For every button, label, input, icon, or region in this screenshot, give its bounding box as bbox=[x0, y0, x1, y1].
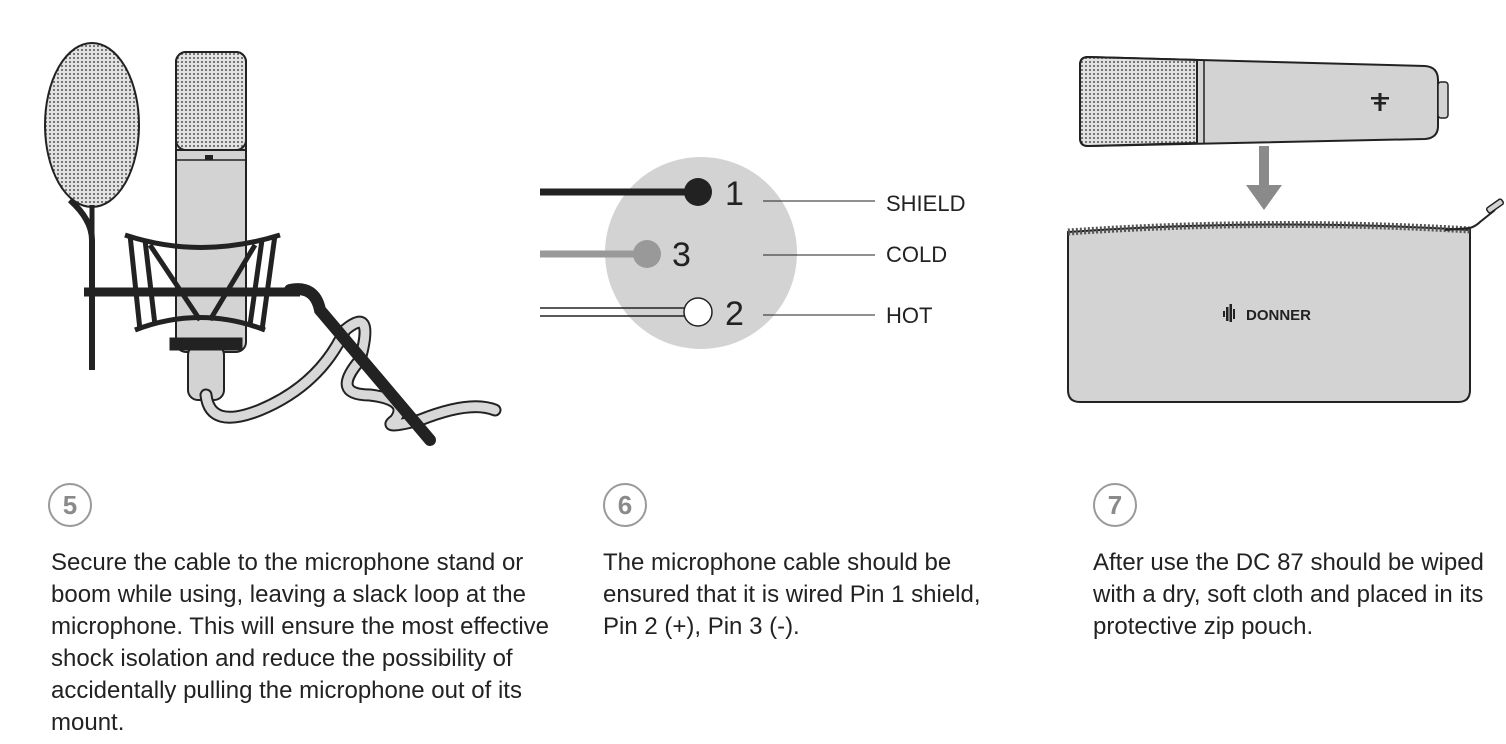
pin-3-contact-icon bbox=[633, 240, 661, 268]
step-description: Secure the cable to the microphone stand… bbox=[51, 549, 550, 736]
microphone-icon bbox=[1079, 55, 1449, 148]
arrow-down-icon bbox=[1246, 146, 1282, 210]
shock-mount-icon bbox=[84, 232, 300, 351]
pin-2-contact-icon bbox=[683, 297, 713, 327]
xlr-pinout-diagram: 1 3 2 SHIELD COLD HOT bbox=[540, 157, 965, 349]
storage-pouch-illustration: DONNER bbox=[1067, 55, 1505, 403]
pin-label: HOT bbox=[886, 303, 932, 328]
cable-icon bbox=[199, 283, 502, 446]
shock-mount-illustration bbox=[44, 42, 502, 446]
step-number-badge: 5 bbox=[48, 483, 92, 527]
step-number-badge: 6 bbox=[603, 483, 647, 527]
pop-filter-icon bbox=[44, 42, 140, 370]
step-7-section: DONNER 7 After use the DC 87 should be w… bbox=[1040, 0, 1506, 744]
pin-label: COLD bbox=[886, 242, 947, 267]
pin-number: 1 bbox=[725, 175, 744, 213]
step-description: After use the DC 87 should be wiped with… bbox=[1093, 549, 1484, 640]
pin-1-contact-icon bbox=[684, 178, 712, 206]
donner-logo-icon bbox=[1371, 93, 1389, 111]
pouch-brand-label: DONNER bbox=[1246, 307, 1311, 324]
step-6-section: 1 3 2 SHIELD COLD HOT 6 The microphone c… bbox=[520, 0, 1000, 744]
step-5-section: 5 Secure the cable to the microphone sta… bbox=[0, 0, 560, 744]
zip-pouch-icon: DONNER bbox=[1067, 198, 1505, 403]
step-description: The microphone cable should be ensured t… bbox=[603, 549, 981, 640]
pin-number: 2 bbox=[725, 295, 744, 333]
pin-label: SHIELD bbox=[886, 191, 965, 216]
step-number-badge: 7 bbox=[1093, 483, 1137, 527]
pin-number: 3 bbox=[672, 236, 691, 274]
donner-logo-icon bbox=[1223, 304, 1235, 322]
